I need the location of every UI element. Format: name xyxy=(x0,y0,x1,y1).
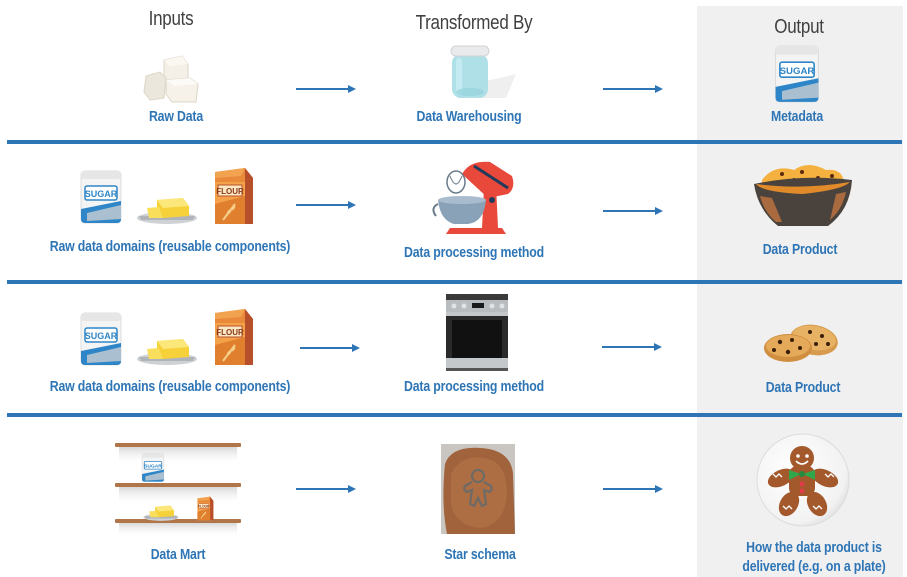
pantry-shelves-icon xyxy=(115,443,241,537)
output-header: Output xyxy=(774,16,824,38)
arrow-right-icon xyxy=(603,207,663,215)
raw-data-label: Raw Data xyxy=(148,108,204,125)
data-warehousing-label: Data Warehousing xyxy=(416,108,522,125)
delivery-label: How the data product is delivered (e.g. … xyxy=(742,539,886,575)
arrow-right-icon xyxy=(296,485,356,493)
star-schema-label: Star schema xyxy=(444,546,516,563)
arrow-right-icon xyxy=(603,85,663,93)
arrow-right-icon xyxy=(603,485,663,493)
row-divider xyxy=(7,280,902,284)
data-mart-label: Data Mart xyxy=(150,546,206,563)
data-product-label: Data Product xyxy=(765,379,841,396)
cookie-cutter-dough-icon xyxy=(441,444,515,534)
stand-mixer-icon xyxy=(432,161,514,234)
flour-bag-icon xyxy=(208,305,258,367)
transformed-by-header: Transformed By xyxy=(415,12,533,34)
sugar-bag-icon xyxy=(79,169,123,225)
oven-icon xyxy=(446,294,508,371)
row-divider xyxy=(7,413,902,417)
sugar-bag-icon xyxy=(773,44,821,104)
cookie-dough-bowl-icon xyxy=(754,165,852,226)
arrow-right-icon xyxy=(602,343,662,351)
butter-icon xyxy=(135,333,199,367)
flour-bag-icon xyxy=(208,164,258,226)
butter-icon xyxy=(135,192,199,226)
sugar-bag-icon xyxy=(79,311,123,367)
gingerbread-plate-icon xyxy=(756,433,850,527)
inputs-header: Inputs xyxy=(148,8,194,30)
data-processing-method-label: Data processing method xyxy=(404,378,544,395)
data-processing-method-label: Data processing method xyxy=(404,244,544,261)
row-divider xyxy=(7,140,902,144)
raw-data-domains-label: Raw data domains (reusable components) xyxy=(49,238,291,255)
arrow-right-icon xyxy=(300,344,360,352)
arrow-right-icon xyxy=(296,201,356,209)
data-product-label: Data Product xyxy=(762,241,838,258)
arrow-right-icon xyxy=(296,85,356,93)
raw-data-domains-label: Raw data domains (reusable components) xyxy=(49,378,291,395)
sugar-cubes-icon xyxy=(143,55,199,103)
cookies-icon xyxy=(764,324,838,362)
glass-jar-icon xyxy=(450,45,516,98)
metadata-label: Metadata xyxy=(770,108,823,125)
